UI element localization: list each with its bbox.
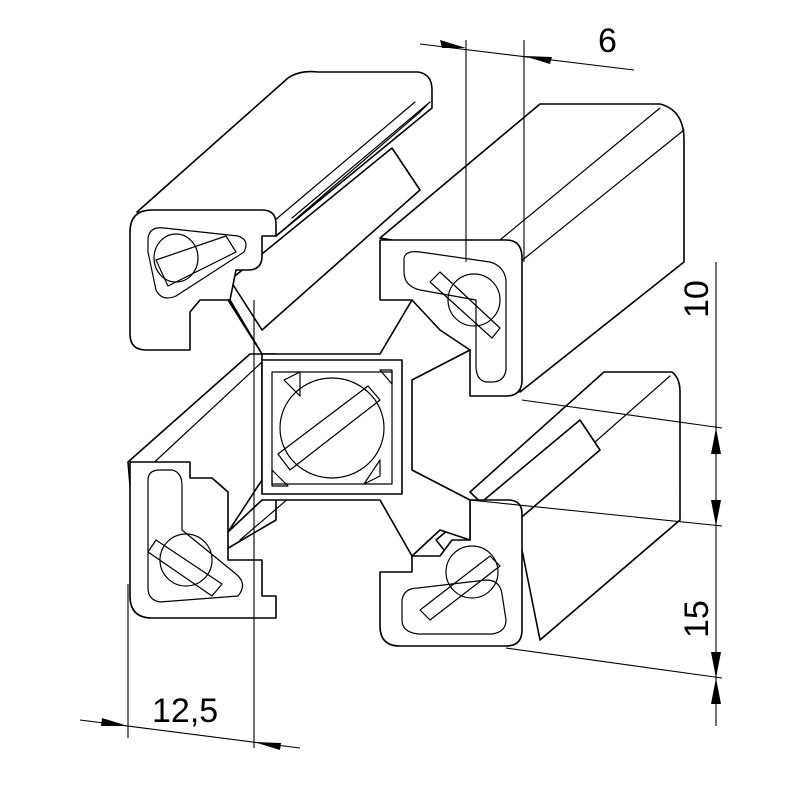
dimension-label-15: 15 (678, 600, 716, 638)
dimension-right-upper: 10 (469, 262, 723, 527)
dimension-label-10: 10 (678, 280, 716, 318)
profile-cross-section (129, 209, 523, 647)
dimension-top: 6 (419, 22, 635, 262)
dimension-right-lower: 15 (505, 526, 723, 726)
dimension-bottom: 12,5 (79, 300, 301, 750)
dimension-label-6: 6 (598, 22, 617, 60)
dimension-label-12-5: 12,5 (152, 692, 218, 730)
